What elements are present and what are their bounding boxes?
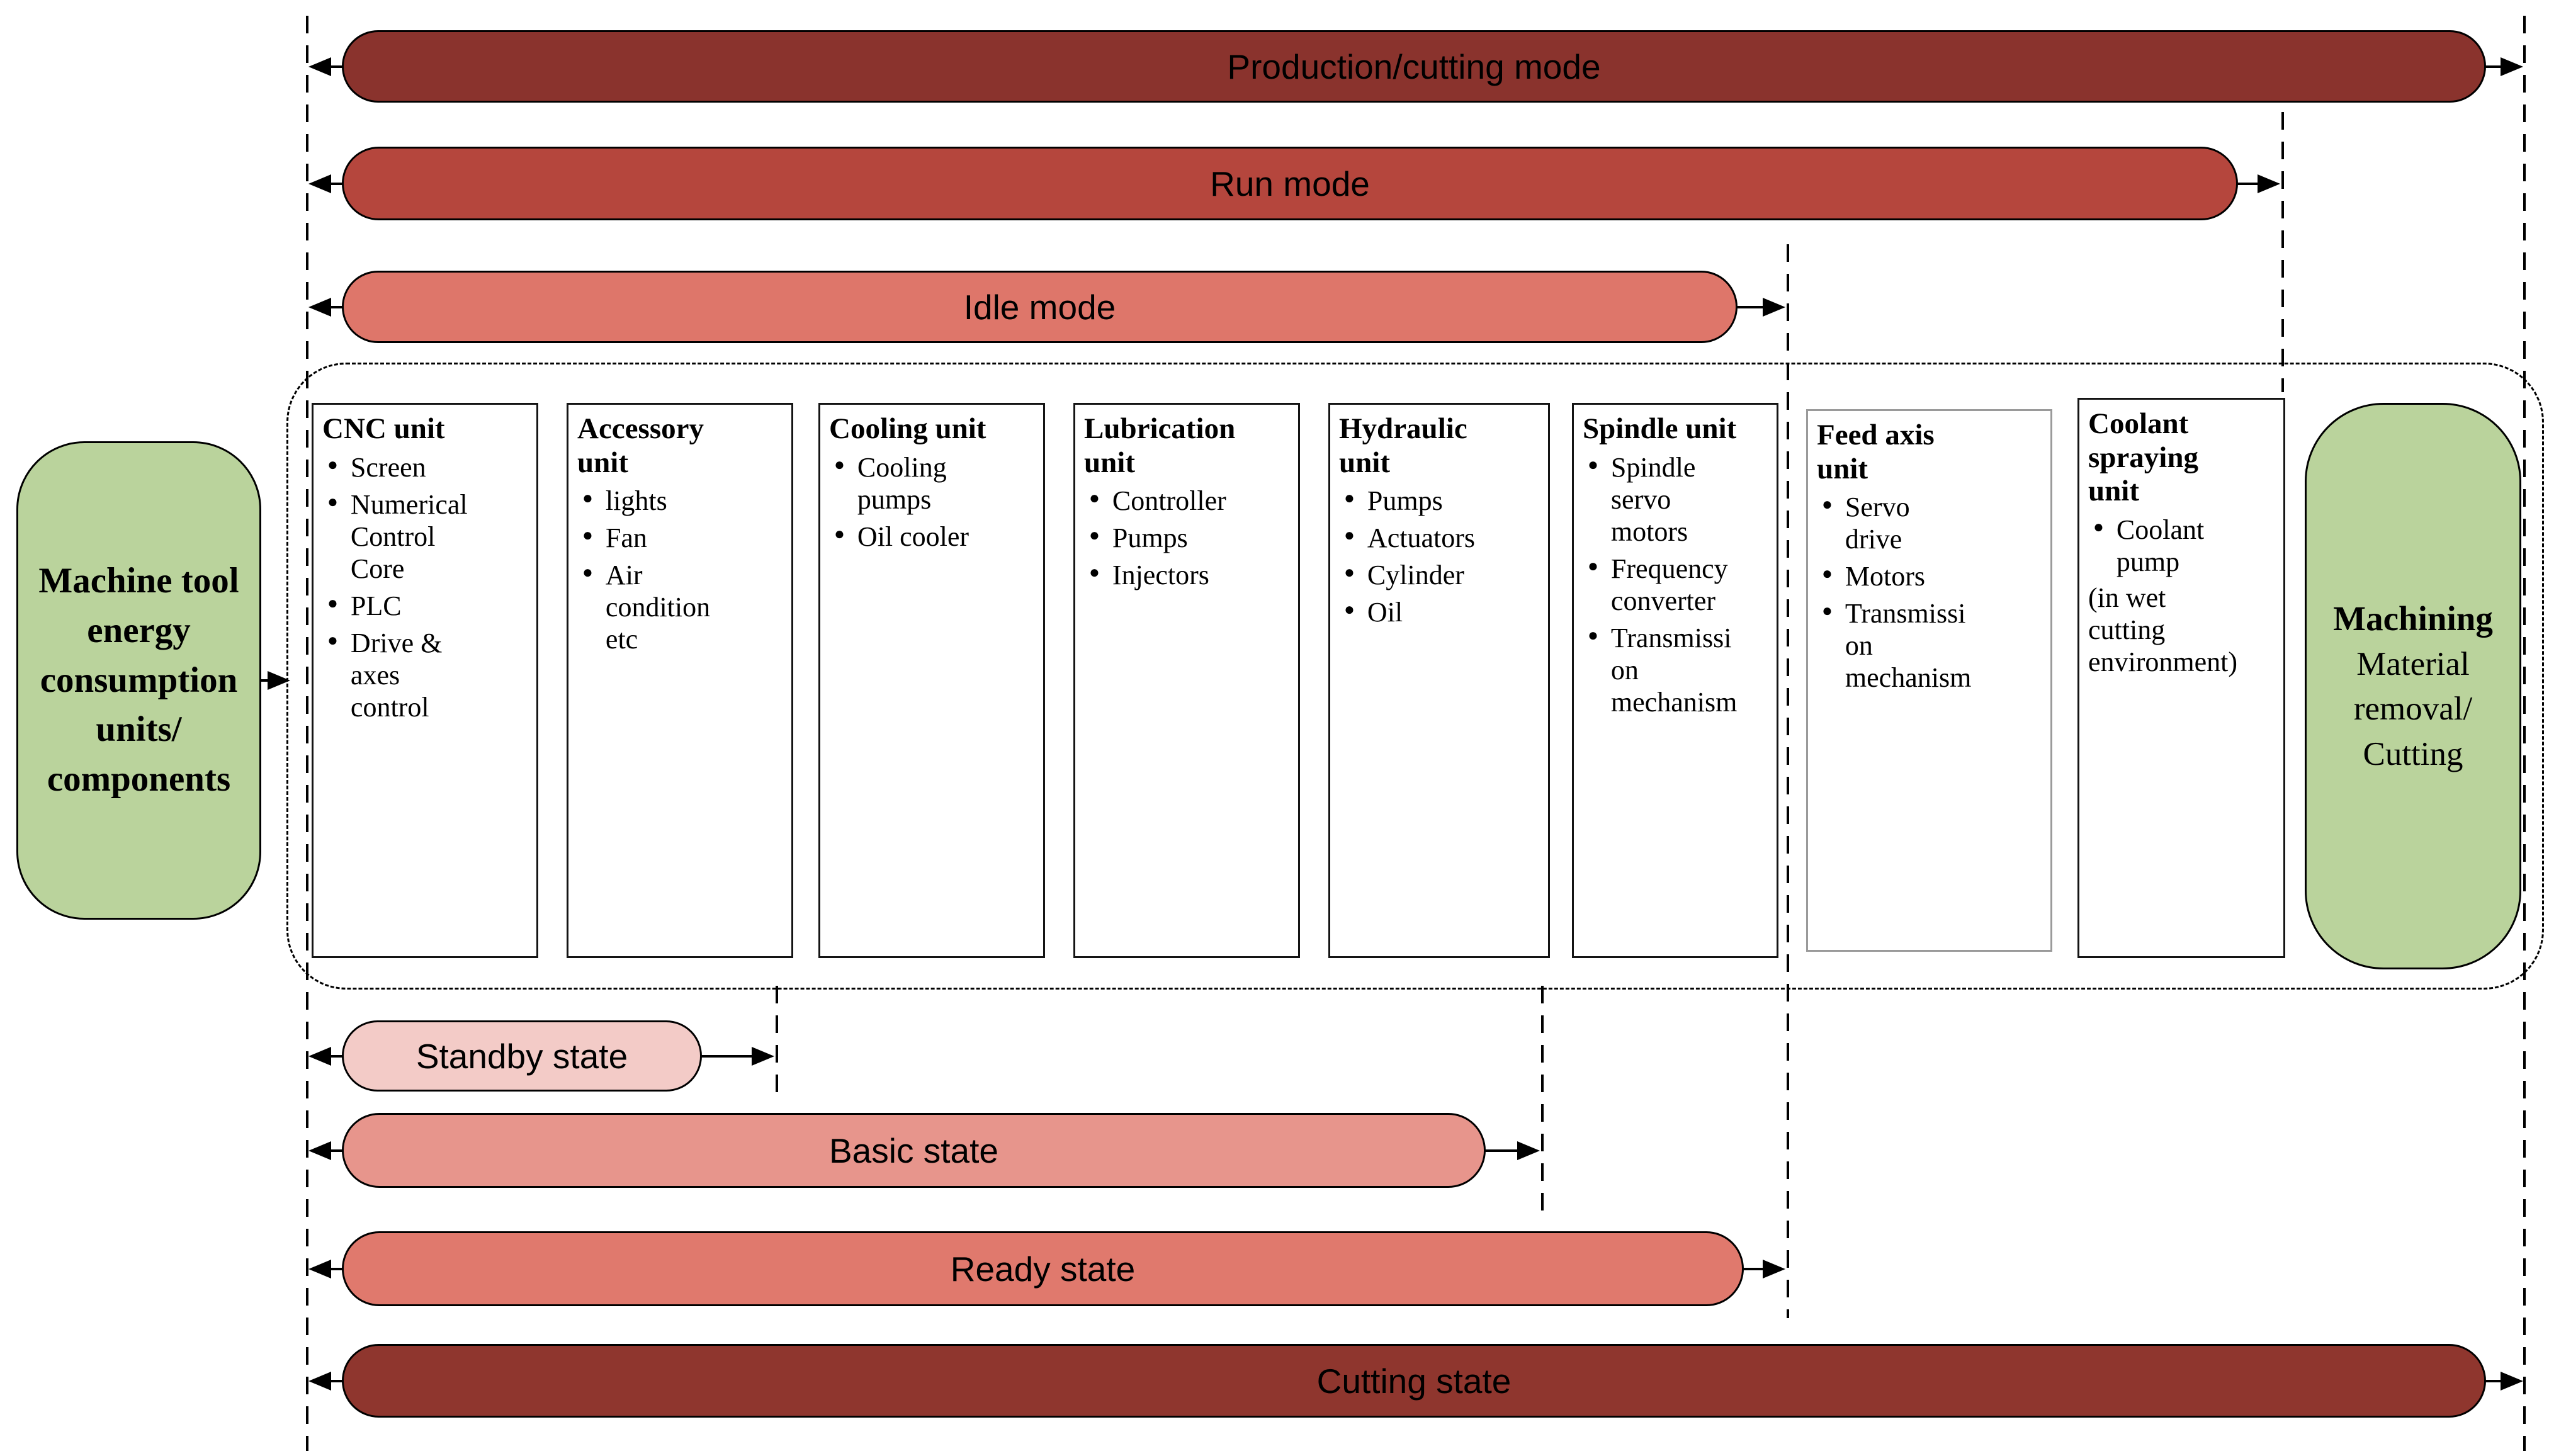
arrow-left-icon — [308, 1371, 344, 1391]
unit-title: Hydraulic unit — [1339, 412, 1467, 479]
list-item: Pumps — [1084, 522, 1292, 554]
unit-item-list: Spindle servo motors Frequency converter… — [1583, 451, 1770, 718]
unit-box-coolant-spraying: Coolant spraying unit Coolant pump (in w… — [2077, 398, 2285, 958]
machine-tool-energy-source-label: Machine tool energy consumption units/ c… — [38, 561, 239, 799]
list-item: Injectors — [1084, 559, 1292, 591]
list-item: Drive & axes control — [322, 627, 530, 723]
state-bar-ready: Ready state — [308, 1231, 1785, 1306]
machining-subtitle: Material removal/ Cutting — [2353, 645, 2473, 772]
unit-box-hydraulic: Hydraulic unit Pumps Actuators Cylinder … — [1328, 403, 1550, 958]
unit-title: Lubrication unit — [1084, 412, 1236, 479]
arrow-left-icon — [308, 57, 344, 76]
unit-box-cnc: CNC unit Screen Numerical Control Core P… — [312, 403, 538, 958]
arrow-left-icon — [308, 174, 344, 193]
arrow-left-icon — [308, 1141, 344, 1160]
list-item: Spindle servo motors — [1583, 451, 1770, 548]
list-item: Servo drive — [1817, 491, 2044, 555]
mode-bar-idle-label: Idle mode — [963, 287, 1116, 327]
list-item: Oil cooler — [829, 521, 1037, 553]
mode-bar-run-label: Run mode — [1210, 164, 1370, 203]
list-item: Transmissi on mechanism — [1817, 597, 2044, 694]
guide-right-boundary — [2523, 16, 2526, 1451]
list-item: Screen — [322, 451, 530, 483]
unit-title: Coolant spraying unit — [2088, 407, 2198, 508]
arrow-left-icon — [308, 1259, 344, 1278]
unit-item-list: Coolant pump — [2088, 514, 2277, 578]
unit-box-lubrication: Lubrication unit Controller Pumps Inject… — [1073, 403, 1300, 958]
mode-bar-production: Production/cutting mode — [308, 30, 2523, 103]
state-bar-cutting: Cutting state — [308, 1344, 2523, 1418]
arrow-left-icon — [308, 1046, 344, 1066]
list-item: PLC — [322, 590, 530, 622]
arrow-right-icon — [2236, 174, 2280, 193]
unit-item-list: lights Fan Air condition etc — [577, 485, 785, 655]
arrow-right-icon — [1742, 1259, 1785, 1278]
arrow-left-icon — [308, 297, 344, 317]
machining-title: Machining — [2333, 599, 2493, 638]
list-item: Transmissi on mechanism — [1583, 622, 1770, 718]
machine-tool-energy-source-box: Machine tool energy consumption units/ c… — [16, 441, 261, 920]
mode-bar-production-label: Production/cutting mode — [1227, 47, 1601, 86]
unit-item-list: Pumps Actuators Cylinder Oil — [1339, 485, 1542, 628]
arrow-right-icon — [2484, 57, 2523, 76]
list-item: Oil — [1339, 596, 1542, 628]
list-item: Motors — [1817, 560, 2044, 592]
unit-box-feed-axis: Feed axis unit Servo drive Motors Transm… — [1806, 409, 2052, 952]
list-item: Numerical Control Core — [322, 488, 530, 585]
arrow-right-icon — [261, 671, 290, 690]
state-bar-cutting-label: Cutting state — [1316, 1361, 1512, 1401]
unit-title: Cooling unit — [829, 412, 986, 445]
unit-item-list: Cooling pumps Oil cooler — [829, 451, 1037, 553]
machining-box: Machining Material removal/ Cutting — [2305, 403, 2521, 969]
list-item: Cooling pumps — [829, 451, 1037, 516]
state-bar-basic-label: Basic state — [828, 1131, 998, 1170]
arrow-right-icon — [1484, 1141, 1540, 1160]
mode-bar-idle: Idle mode — [308, 271, 1785, 343]
list-item: Fan — [577, 522, 785, 554]
arrow-right-icon — [1736, 297, 1785, 317]
guide-standby-end — [776, 986, 778, 1099]
unit-title: Accessory unit — [577, 412, 704, 479]
unit-box-accessory: Accessory unit lights Fan Air condition … — [567, 403, 793, 958]
unit-item-list: Screen Numerical Control Core PLC Drive … — [322, 451, 530, 723]
list-item: Cylinder — [1339, 559, 1542, 591]
guide-left-boundary — [306, 16, 308, 1451]
state-bar-basic: Basic state — [308, 1113, 1540, 1188]
arrow-right-icon — [2484, 1371, 2523, 1391]
list-item: Coolant pump — [2088, 514, 2277, 578]
unit-title: Feed axis unit — [1817, 419, 1935, 485]
arrow-right-icon — [700, 1046, 774, 1066]
list-item: Air condition etc — [577, 559, 785, 655]
list-item: Pumps — [1339, 485, 1542, 517]
list-item: Controller — [1084, 485, 1292, 517]
state-bar-ready-label: Ready state — [950, 1249, 1136, 1289]
unit-box-cooling: Cooling unit Cooling pumps Oil cooler — [818, 403, 1045, 958]
unit-note: (in wet cutting environment) — [2088, 582, 2238, 677]
unit-item-list: Servo drive Motors Transmissi on mechani… — [1817, 491, 2044, 694]
list-item: lights — [577, 485, 785, 517]
guide-basic-end — [1541, 986, 1544, 1219]
list-item: Actuators — [1339, 522, 1542, 554]
guide-idle-ready-end — [1787, 244, 1789, 1318]
unit-title: Spindle unit — [1583, 412, 1737, 445]
state-bar-standby-label: Standby state — [415, 1036, 628, 1076]
unit-box-spindle: Spindle unit Spindle servo motors Freque… — [1572, 403, 1778, 958]
list-item: Frequency converter — [1583, 553, 1770, 617]
state-bar-standby: Standby state — [308, 1020, 774, 1092]
mode-bar-run: Run mode — [308, 147, 2280, 220]
guide-run-mode-end — [2281, 112, 2284, 392]
unit-title: CNC unit — [322, 412, 445, 445]
unit-item-list: Controller Pumps Injectors — [1084, 485, 1292, 591]
